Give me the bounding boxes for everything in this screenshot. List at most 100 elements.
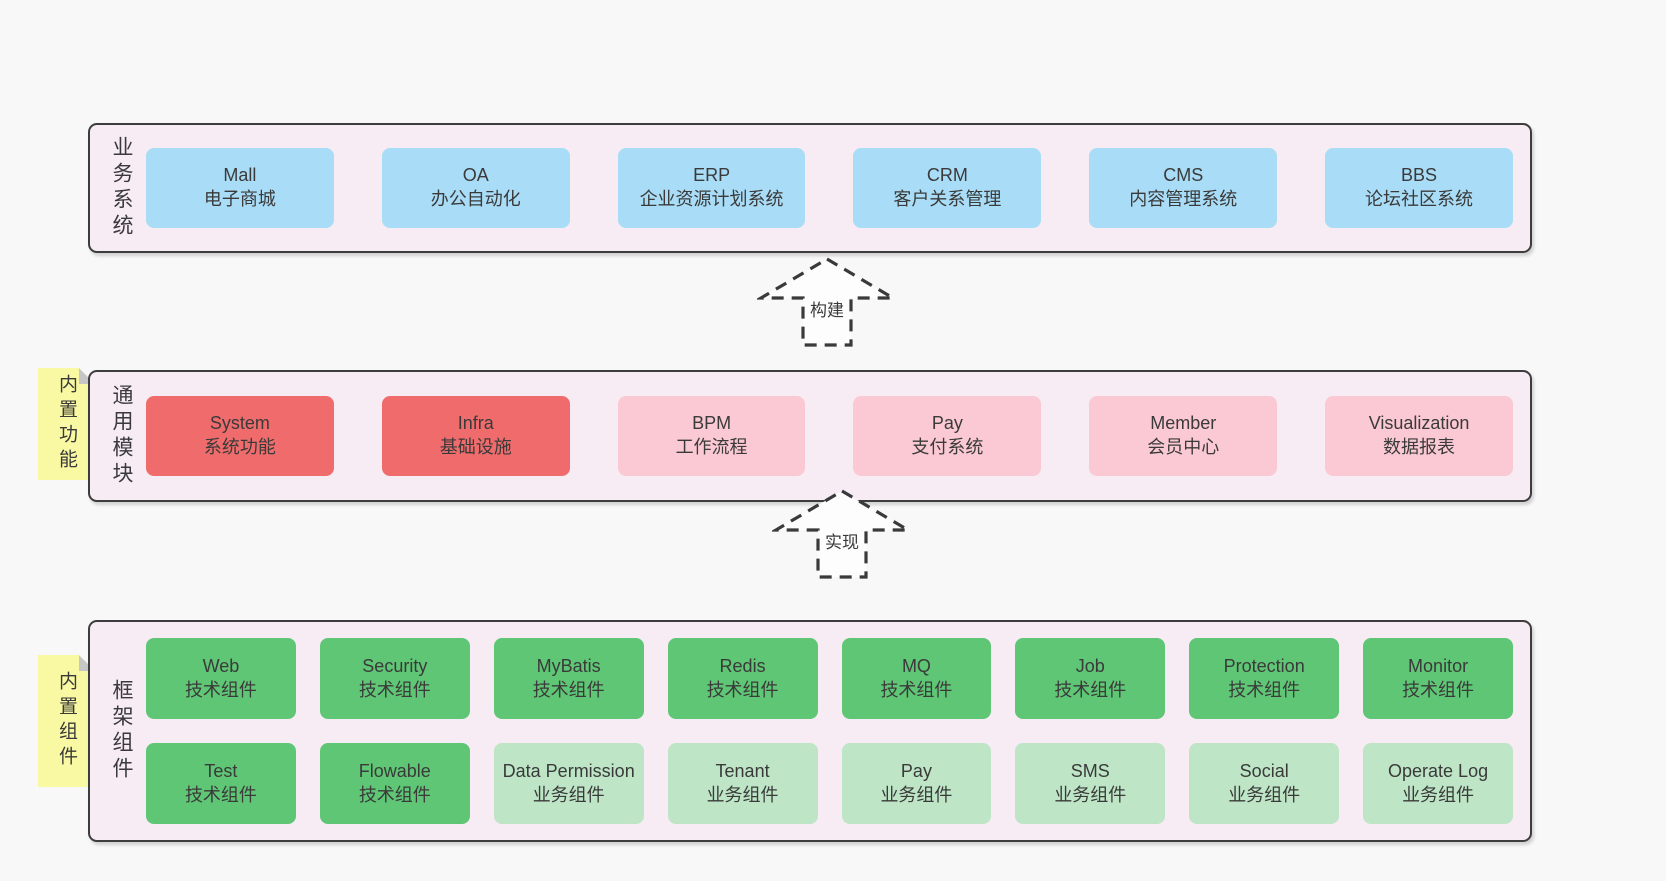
box-subtitle: 客户关系管理: [893, 189, 1002, 209]
box-title: Mall: [223, 165, 257, 186]
box-subtitle: 论坛社区系统: [1365, 189, 1474, 209]
box-pay: Pay 支付系统: [853, 396, 1042, 476]
layer-framework-components: 框架组件 Web 技术组件 Security 技术组件 MyBatis 技术组件…: [88, 620, 1532, 842]
framework-components-boxes: Web 技术组件 Security 技术组件 MyBatis 技术组件 Redi…: [146, 638, 1530, 824]
box-title: Data Permission: [502, 760, 635, 781]
box-pay-business: Pay 业务组件: [841, 743, 992, 824]
box-subtitle: 系统功能: [203, 437, 276, 457]
box-subtitle: 技术组件: [184, 679, 257, 700]
box-infra: Infra 基础设施: [381, 396, 570, 476]
box-oa: OA 办公自动化: [381, 148, 570, 228]
layer-common-modules: 通用模块 System 系统功能 Infra 基础设施 BPM 工作流程 Pay…: [88, 370, 1532, 502]
box-sms: SMS 业务组件: [1015, 743, 1166, 824]
box-subtitle: 技术组件: [358, 784, 431, 805]
box-redis: Redis 技术组件: [667, 638, 818, 719]
business-systems-boxes: Mall 电子商城 OA 办公自动化 ERP 企业资源计划系统 CRM 客户关系…: [146, 148, 1530, 228]
layer-business-systems: 业务系统 Mall 电子商城 OA 办公自动化 ERP 企业资源计划系统 CRM…: [88, 123, 1532, 253]
box-subtitle: 技术组件: [358, 679, 431, 700]
box-subtitle: 业务组件: [1054, 784, 1127, 805]
box-visualization: Visualization 数据报表: [1325, 396, 1513, 476]
arrow-implement: 实现: [772, 488, 912, 580]
box-bpm: BPM 工作流程: [617, 396, 806, 476]
box-title: Security: [362, 655, 428, 676]
box-test: Test 技术组件: [146, 743, 296, 824]
box-subtitle: 技术组件: [532, 679, 605, 700]
box-subtitle: 业务组件: [1228, 784, 1301, 805]
box-subtitle: 内容管理系统: [1129, 189, 1238, 209]
box-title: Operate Log: [1388, 760, 1489, 781]
layer-label: 框架组件: [110, 679, 133, 783]
box-member: Member 会员中心: [1089, 396, 1278, 476]
box-title: OA: [462, 165, 489, 186]
box-title: BBS: [1401, 165, 1438, 186]
box-title: Member: [1150, 413, 1217, 434]
layer-label: 通用模块: [110, 384, 133, 488]
box-title: SMS: [1070, 760, 1110, 781]
box-subtitle: 业务组件: [706, 784, 779, 805]
box-title: Test: [204, 760, 238, 781]
arrow-build: 构建: [757, 256, 897, 348]
box-monitor: Monitor 技术组件: [1363, 638, 1513, 719]
box-title: Monitor: [1408, 655, 1469, 676]
box-social: Social 业务组件: [1189, 743, 1340, 824]
box-title: CRM: [926, 165, 968, 186]
box-title: Job: [1075, 655, 1105, 676]
box-title: Pay: [931, 413, 963, 434]
box-operate-log: Operate Log 业务组件: [1363, 743, 1513, 824]
box-title: Infra: [457, 413, 494, 434]
box-title: Tenant: [715, 760, 770, 781]
box-subtitle: 技术组件: [184, 784, 257, 805]
arrow-label: 构建: [807, 296, 847, 321]
box-title: Pay: [900, 760, 932, 781]
common-modules-boxes: System 系统功能 Infra 基础设施 BPM 工作流程 Pay 支付系统…: [146, 396, 1530, 476]
box-title: CMS: [1163, 165, 1204, 186]
box-title: Social: [1239, 760, 1289, 781]
note-text: 内置组件: [56, 671, 77, 771]
box-flowable: Flowable 技术组件: [319, 743, 470, 824]
sticky-note-builtin-components: 内置组件: [38, 655, 95, 787]
box-subtitle: 支付系统: [911, 437, 984, 457]
box-subtitle: 技术组件: [1054, 679, 1127, 700]
box-subtitle: 技术组件: [880, 679, 953, 700]
box-tenant: Tenant 业务组件: [667, 743, 818, 824]
box-title: Redis: [719, 655, 766, 676]
layer-label: 业务系统: [110, 136, 133, 240]
box-title: ERP: [693, 165, 731, 186]
box-subtitle: 工作流程: [675, 437, 748, 457]
box-subtitle: 业务组件: [880, 784, 953, 805]
box-bbs: BBS 论坛社区系统: [1325, 148, 1513, 228]
box-job: Job 技术组件: [1015, 638, 1166, 719]
box-erp: ERP 企业资源计划系统: [617, 148, 806, 228]
box-crm: CRM 客户关系管理: [853, 148, 1042, 228]
box-mq: MQ 技术组件: [841, 638, 992, 719]
box-protection: Protection 技术组件: [1189, 638, 1340, 719]
box-data-permission: Data Permission 业务组件: [493, 743, 644, 824]
box-title: Web: [202, 655, 240, 676]
sticky-note-builtin-features: 内置功能: [38, 368, 95, 480]
box-security: Security 技术组件: [319, 638, 470, 719]
note-text: 内置功能: [56, 374, 77, 474]
box-subtitle: 电子商城: [203, 189, 276, 209]
box-subtitle: 业务组件: [1402, 784, 1475, 805]
box-web: Web 技术组件: [146, 638, 296, 719]
box-cms: CMS 内容管理系统: [1089, 148, 1278, 228]
box-mall: Mall 电子商城: [146, 148, 334, 228]
box-title: MQ: [901, 655, 931, 676]
box-subtitle: 业务组件: [532, 784, 605, 805]
box-subtitle: 会员中心: [1147, 437, 1220, 457]
box-subtitle: 技术组件: [1228, 679, 1301, 700]
box-subtitle: 办公自动化: [430, 189, 521, 209]
box-title: MyBatis: [536, 655, 601, 676]
box-subtitle: 技术组件: [706, 679, 779, 700]
box-mybatis: MyBatis 技术组件: [493, 638, 644, 719]
box-system: System 系统功能: [146, 396, 334, 476]
box-title: Visualization: [1368, 413, 1470, 434]
box-subtitle: 数据报表: [1383, 437, 1456, 457]
box-subtitle: 基础设施: [439, 437, 512, 457]
arrow-label: 实现: [822, 528, 862, 553]
box-title: System: [209, 413, 270, 434]
box-title: BPM: [692, 413, 732, 434]
box-subtitle: 企业资源计划系统: [639, 189, 784, 209]
box-subtitle: 技术组件: [1402, 679, 1475, 700]
